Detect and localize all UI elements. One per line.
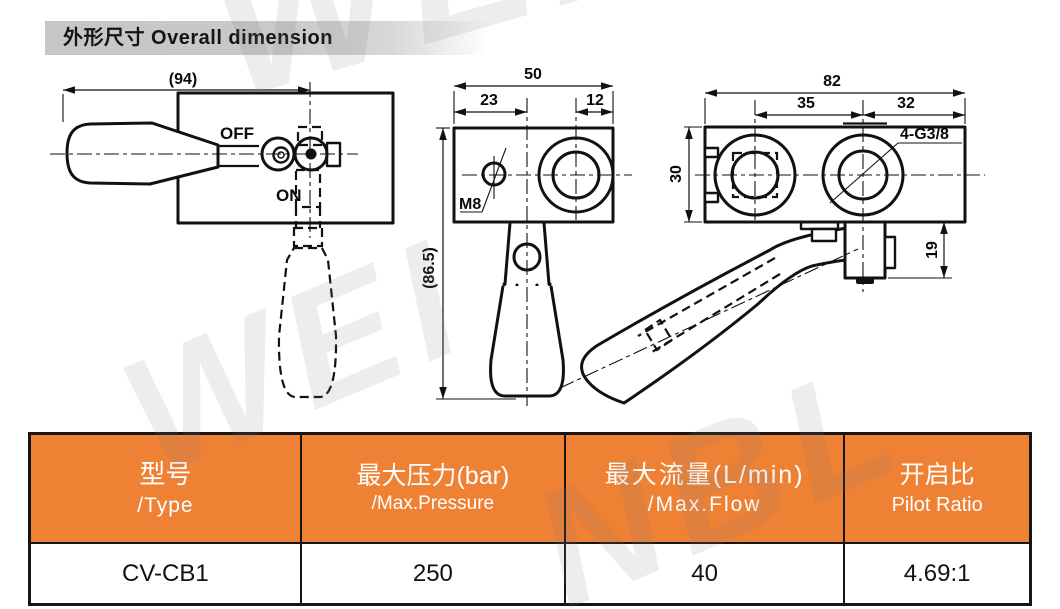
col-header-type-en: /Type <box>137 493 194 517</box>
dim-50: 50 <box>524 66 542 83</box>
knob-center-dot <box>305 148 317 160</box>
m8-label: M8 <box>459 196 481 213</box>
technical-drawings: (94) OFF ON <box>50 66 985 406</box>
dim-30: 30 <box>668 165 685 183</box>
hidden-stem <box>294 168 322 209</box>
on-label: ON <box>276 186 302 205</box>
col-header-pilot-ratio-en: Pilot Ratio <box>891 493 983 516</box>
front-view-drawing: 50 23 12 (86.5) M8 <box>421 66 632 406</box>
lever-handle-on-hidden <box>277 246 338 399</box>
col-header-max-flow-zh: 最大流量(L/min) <box>604 460 805 489</box>
col-header-max-pressure: 最大压力(bar) /Max.Pressure <box>299 432 567 544</box>
col-header-pilot-ratio: 开启比 Pilot Ratio <box>843 432 1032 544</box>
col-header-pilot-ratio-zh: 开启比 <box>899 461 975 490</box>
dim-86-5: (86.5) <box>421 247 438 289</box>
col-header-max-flow-en: /Max.Flow <box>647 493 762 517</box>
dim-35: 35 <box>797 95 815 112</box>
side-view-drawing: 82 35 32 30 19 4-G3/8 <box>559 73 985 405</box>
pivot-block <box>843 220 887 280</box>
col-header-max-pressure-en: /Max.Pressure <box>371 493 495 515</box>
port-thread-label: 4-G3/8 <box>900 126 949 143</box>
cell-type: CV-CB1 <box>28 542 302 606</box>
dim-23: 23 <box>480 92 498 109</box>
top-view-drawing: (94) OFF ON <box>50 71 395 399</box>
off-label: OFF <box>220 124 254 143</box>
col-header-max-pressure-zh: 最大压力(bar) <box>356 461 510 490</box>
pivot-foot <box>856 278 874 284</box>
cell-pilot-ratio: 4.69:1 <box>843 542 1032 606</box>
spec-table-data-row: CV-CB1 250 40 4.69:1 <box>28 542 1032 606</box>
cell-max-pressure: 250 <box>299 542 567 606</box>
dim-12: 12 <box>586 92 604 109</box>
col-header-max-flow: 最大流量(L/min) /Max.Flow <box>564 432 846 544</box>
dim-94: (94) <box>169 71 197 88</box>
dim-32: 32 <box>897 95 915 112</box>
dim-82: 82 <box>823 73 841 90</box>
cell-max-flow: 40 <box>564 542 846 606</box>
pivot-side-tab <box>883 235 897 270</box>
spec-table-header-row: 型号 /Type 最大压力(bar) /Max.Pressure 最大流量(L/… <box>28 432 1032 544</box>
spec-table: 型号 /Type 最大压力(bar) /Max.Pressure 最大流量(L/… <box>28 432 1032 606</box>
dim-19: 19 <box>924 241 941 259</box>
section-title-bar: 外形尺寸 Overall dimension <box>45 21 490 55</box>
section-title: 外形尺寸 Overall dimension <box>63 27 333 49</box>
col-header-type-zh: 型号 <box>139 458 192 489</box>
col-header-type: 型号 /Type <box>28 432 302 544</box>
